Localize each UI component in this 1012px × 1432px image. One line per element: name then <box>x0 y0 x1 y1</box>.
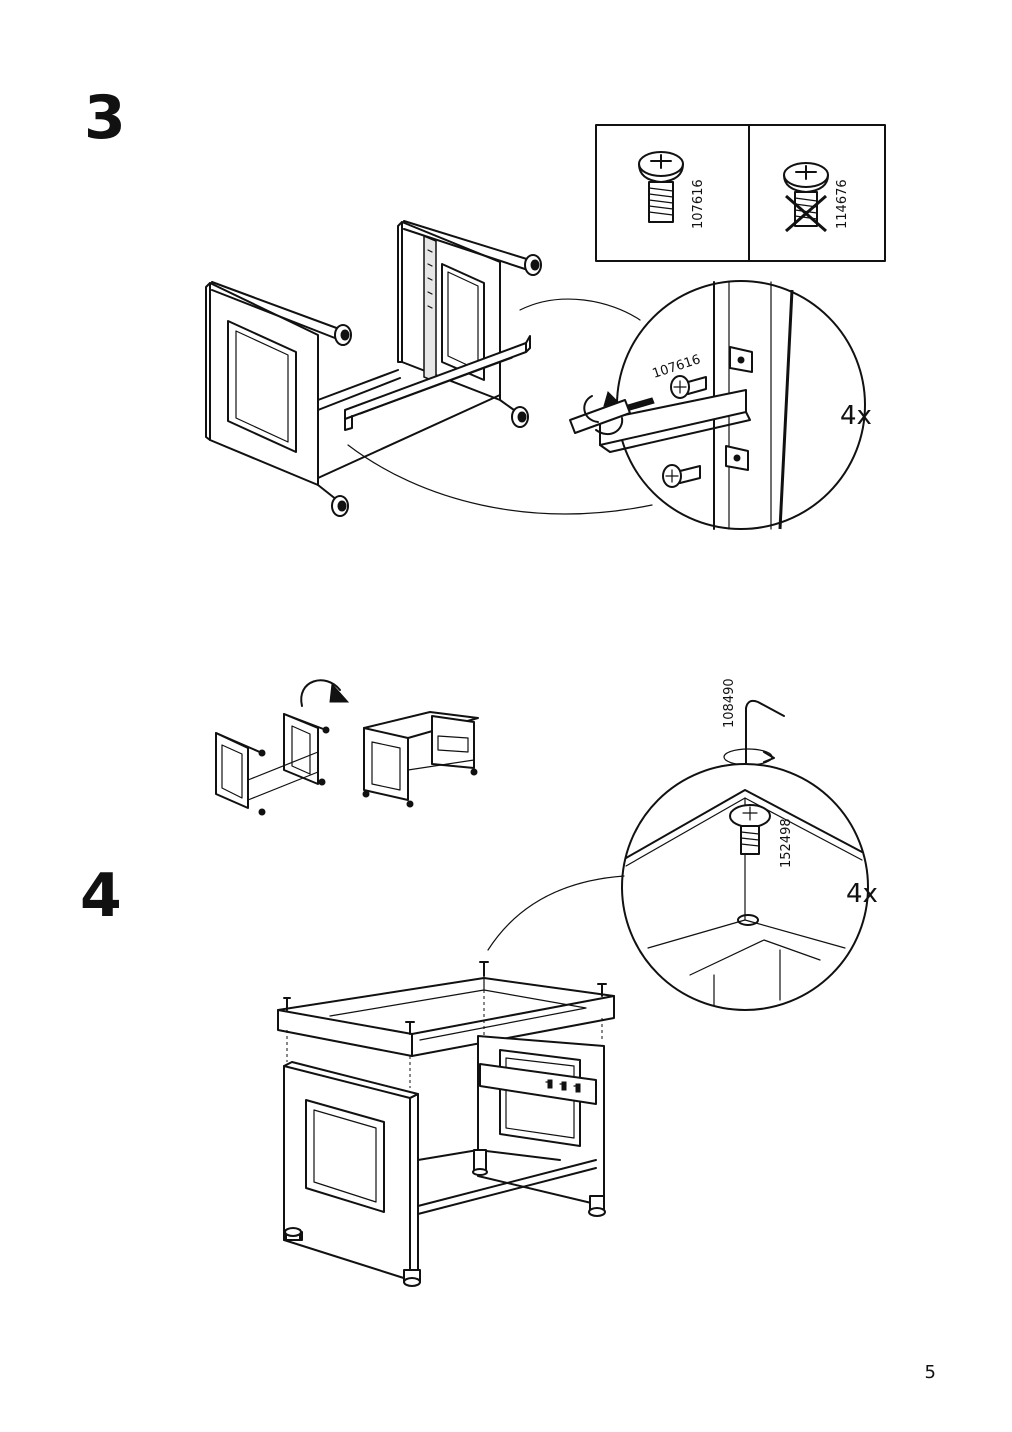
flip-overview <box>215 679 479 816</box>
screw-114676-crossed-icon <box>783 162 829 233</box>
screw-152498-icon <box>729 804 771 855</box>
tool-code: 108490 <box>722 678 737 728</box>
screw-code-step4: 152498 <box>779 818 794 868</box>
screw-107616-detail-icon <box>670 375 707 399</box>
tray-screws <box>283 961 607 1035</box>
page-number: 5 <box>924 1362 936 1383</box>
step-4-number: 4 <box>80 861 122 931</box>
step3-quantity: 4x <box>840 401 872 431</box>
step-3-number: 3 <box>84 83 126 153</box>
screw-107616-icon <box>638 151 684 223</box>
frame-assembly-step3 <box>205 220 542 517</box>
screw-choice-box: 107616 114676 <box>595 124 886 262</box>
screw-lower-detail-icon <box>662 464 701 488</box>
screwdriver-icon <box>569 391 655 436</box>
screw-ok-code: 107616 <box>691 179 706 229</box>
cabinet-assembly-step4 <box>277 961 615 1287</box>
screw-wrong-code: 114676 <box>835 179 850 229</box>
step4-quantity: 4x <box>846 879 878 909</box>
detail-circle-step4 <box>621 763 869 1011</box>
detail-circle-step3: 107616 <box>569 280 866 530</box>
